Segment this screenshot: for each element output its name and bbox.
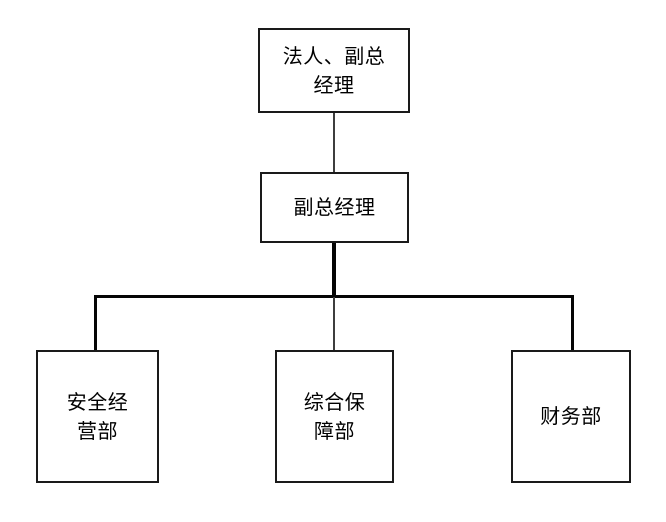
node-label-deputy-general-manager: 副总经理 xyxy=(293,195,376,220)
node-label-legal-rep-deputy-gm: 法人、副总 经理 xyxy=(282,44,386,97)
connector-top-to-deputy xyxy=(333,113,335,172)
connector-deputy-stem xyxy=(332,243,336,298)
node-finance-dept[interactable]: 财务部 xyxy=(511,350,631,483)
connector-drop-support xyxy=(333,297,335,351)
node-label-finance-dept: 财务部 xyxy=(540,404,602,429)
node-legal-rep-deputy-gm[interactable]: 法人、副总 经理 xyxy=(258,28,410,113)
node-label-safety-operations-dept: 安全经 营部 xyxy=(66,390,129,443)
connector-drop-finance xyxy=(571,295,574,351)
node-comprehensive-support-dept[interactable]: 综合保 障部 xyxy=(275,350,394,483)
connector-horizontal-bus xyxy=(94,295,574,298)
node-safety-operations-dept[interactable]: 安全经 营部 xyxy=(36,350,159,483)
connector-drop-safety xyxy=(94,295,97,351)
node-deputy-general-manager[interactable]: 副总经理 xyxy=(260,172,409,243)
node-label-comprehensive-support-dept: 综合保 障部 xyxy=(303,390,366,443)
